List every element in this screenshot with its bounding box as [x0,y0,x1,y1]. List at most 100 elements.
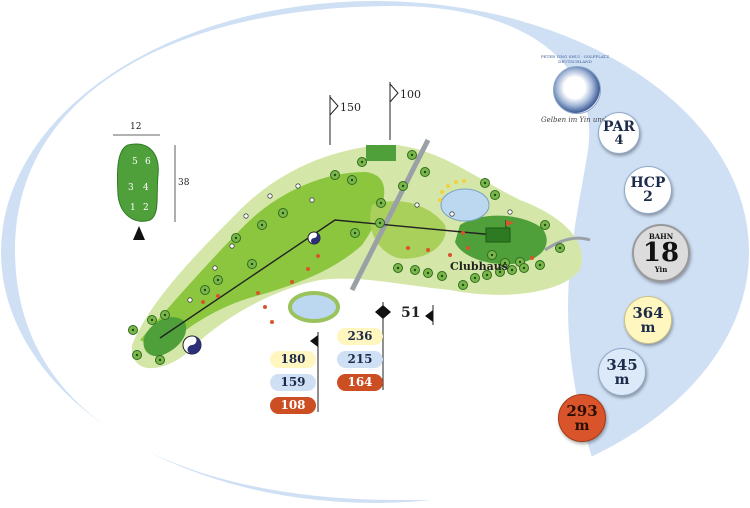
road-clubhaus [544,236,591,252]
green-diagram [113,134,176,240]
hcp-label: HCP [630,175,666,191]
length-blue-badge: 345 m [598,348,646,396]
tree-center [260,223,264,227]
marker-100 [389,82,399,140]
green-zone-6: 6 [145,157,151,167]
tree-center [522,266,526,270]
trees [128,150,565,365]
tree-center [150,318,154,322]
shrub-icon [414,202,420,208]
tree-center [473,276,477,280]
length-red-value: 293 [566,401,598,420]
practice-green [366,145,396,161]
tree-center [281,211,285,215]
out-of-bounds-dots [201,231,534,324]
seal-text: PETER YING SHUI · GOLFPLATZ DEUTSCHLAND [540,54,610,64]
bahn-badge: BAHN 18 Yin [632,224,690,282]
tree-center [396,266,400,270]
tree-center [485,273,489,277]
green-width-label: 12 [130,122,142,132]
north-arrow-icon [133,226,145,240]
length-red-unit: m [574,417,590,434]
clubhaus-building [485,227,511,243]
tree-center [440,274,444,278]
length-yellow-value: 364 [632,303,664,322]
tree-center [483,181,487,185]
tree-center [131,328,135,332]
marker-100-label: 100 [400,88,421,101]
par-label: PAR [602,118,635,135]
marker-51-label: 51 [401,305,421,321]
tree-center [493,193,497,197]
shrub-icon [449,211,455,217]
shrub-icon [229,243,235,249]
tree-center [163,313,167,317]
pond-fairway [288,291,340,323]
yin-yang-icon [182,335,202,355]
fairway [140,172,385,350]
tree-center [498,270,502,274]
distance-left-yellow: 180 [270,351,316,368]
hcp-value: 2 [643,189,653,205]
length-blue-unit: m [614,371,630,388]
tree-center [353,231,357,235]
tree-center [250,262,254,266]
marker-51 [375,302,434,390]
hcp-badge: HCP 2 [624,166,672,214]
distance-right-red: 164 [337,374,383,391]
tree-center [401,184,405,188]
shrub-icon [295,183,301,189]
flag-icon [506,220,514,226]
green-zone-1: 1 [130,203,136,213]
distance-right-blue: 215 [337,351,383,368]
length-yellow-unit: m [640,319,656,336]
par-value: 4 [614,132,624,148]
green-depth-label: 38 [178,178,190,188]
tree-center [558,246,562,250]
length-red-badge: 293 m [558,394,606,442]
clubhaus-label: Clubhaus [450,260,508,273]
tree-center [379,201,383,205]
tree-center [461,283,465,287]
marker-150 [329,95,339,145]
tree-center [350,178,354,182]
shot-line [159,219,506,339]
tree-center [538,263,542,267]
distance-right-yellow: 236 [337,328,383,345]
green-zone-4: 4 [143,183,149,193]
road [349,138,431,292]
length-yellow-badge: 364 m [624,296,672,344]
tree-center [158,358,162,362]
green-zone-2: 2 [143,203,149,213]
shrub-icon [212,265,218,271]
tree-center [543,223,547,227]
tree-center [490,253,494,257]
bahn-sub: Yin [654,265,668,274]
yin-yang-icon-fairway [307,231,321,245]
tree-center [503,261,507,265]
tree-center [410,153,414,157]
tree-center [333,173,337,177]
tree-center [413,268,417,272]
tree-center [378,221,382,225]
marker-150-label: 150 [340,101,361,114]
marker-left [310,332,319,412]
tree-center [234,236,238,240]
bahn-number: 18 [642,238,680,268]
shrub-icon [309,197,315,203]
distance-left-blue: 159 [270,374,316,391]
tree-center [135,353,139,357]
par-badge: PAR 4 [598,112,640,154]
pond-green [440,188,490,222]
shrub-icon [187,297,193,303]
tree-center [423,170,427,174]
tree-center [216,278,220,282]
shrub-icon [267,193,273,199]
length-blue-value: 345 [606,355,638,374]
bahn-label: BAHN [648,232,674,241]
green-zone-5: 5 [132,157,138,167]
tree-center [510,268,514,272]
green-zone-3: 3 [128,183,134,193]
